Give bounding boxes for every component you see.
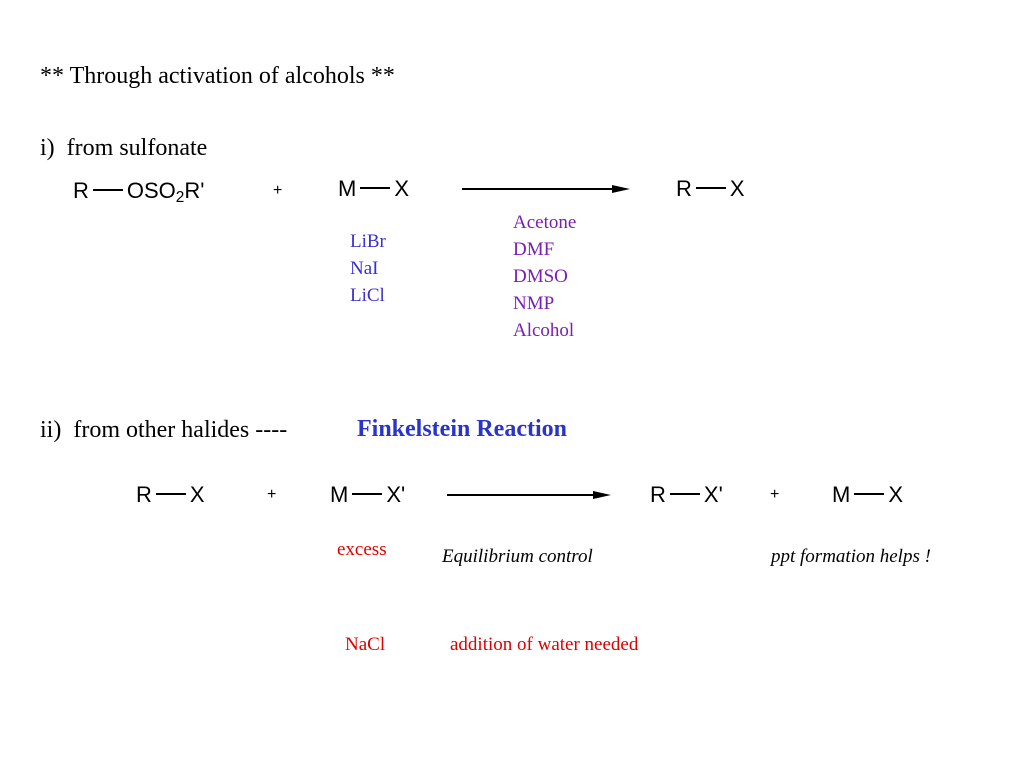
section1-title: from sulfonate	[66, 135, 208, 161]
section2-label: ii) from other halides ----	[40, 417, 287, 444]
equilibrium-note: Equilibrium control	[442, 546, 593, 567]
water-note: addition of water needed	[450, 634, 639, 655]
atom-R: R	[676, 176, 692, 201]
solvent-item: NMP	[513, 293, 555, 314]
reaction-arrow-line	[447, 494, 595, 496]
bond	[695, 187, 726, 189]
bond	[854, 493, 885, 495]
section1-number: i)	[40, 135, 55, 161]
bond	[360, 187, 391, 189]
solvent-item: Acetone	[513, 212, 577, 233]
sulfonate-reactant: R OSO2R'	[73, 178, 204, 207]
solvent-list: Acetone DMF DMSO NMP Alcohol	[513, 209, 576, 344]
page-title: ** Through activation of alcohols **	[40, 63, 395, 89]
atom-R: R	[73, 178, 89, 203]
atom-X: X	[394, 176, 410, 201]
bond	[92, 189, 123, 191]
solvent-item: DMSO	[513, 266, 568, 287]
plus-sign: +	[770, 486, 780, 503]
section2-title: from other halides ----	[73, 417, 288, 443]
atom-R: R	[136, 482, 152, 507]
atom-M: M	[338, 176, 357, 201]
reaction-arrow-head	[612, 185, 630, 193]
plus-sign: +	[273, 182, 283, 199]
reaction-name: Finkelstein Reaction	[357, 416, 567, 442]
section1-label: i) from sulfonate	[40, 135, 207, 162]
alkyl-halide-product: R X'	[650, 482, 723, 508]
solvent-item: DMF	[513, 239, 555, 260]
bond	[669, 493, 700, 495]
atom-M: M	[832, 482, 851, 507]
ppt-note: ppt formation helps !	[771, 546, 931, 567]
reagent-item: NaI	[350, 258, 379, 279]
sulfonate-group: OSO2R'	[126, 178, 205, 206]
atom-X-prime: X'	[386, 482, 406, 507]
reagent-item: LiBr	[350, 231, 386, 252]
bond	[352, 493, 383, 495]
nacl-note: NaCl	[345, 634, 386, 655]
atom-X-prime: X'	[703, 482, 723, 507]
bond	[155, 493, 186, 495]
section2-number: ii)	[40, 417, 62, 443]
atom-M: M	[330, 482, 349, 507]
atom-R: R	[650, 482, 666, 507]
atom-X: X	[888, 482, 904, 507]
atom-X: X	[189, 482, 205, 507]
metal-halide-reactant: M X'	[330, 482, 405, 508]
excess-note: excess	[337, 539, 387, 560]
reagent-list: LiBr NaI LiCl	[350, 228, 386, 309]
solvent-item: Alcohol	[513, 320, 575, 341]
reaction-arrow-line	[462, 188, 614, 190]
plus-sign: +	[267, 486, 277, 503]
reaction-arrow-head	[593, 491, 611, 499]
reagent-item: LiCl	[350, 285, 385, 306]
atom-X: X	[729, 176, 745, 201]
